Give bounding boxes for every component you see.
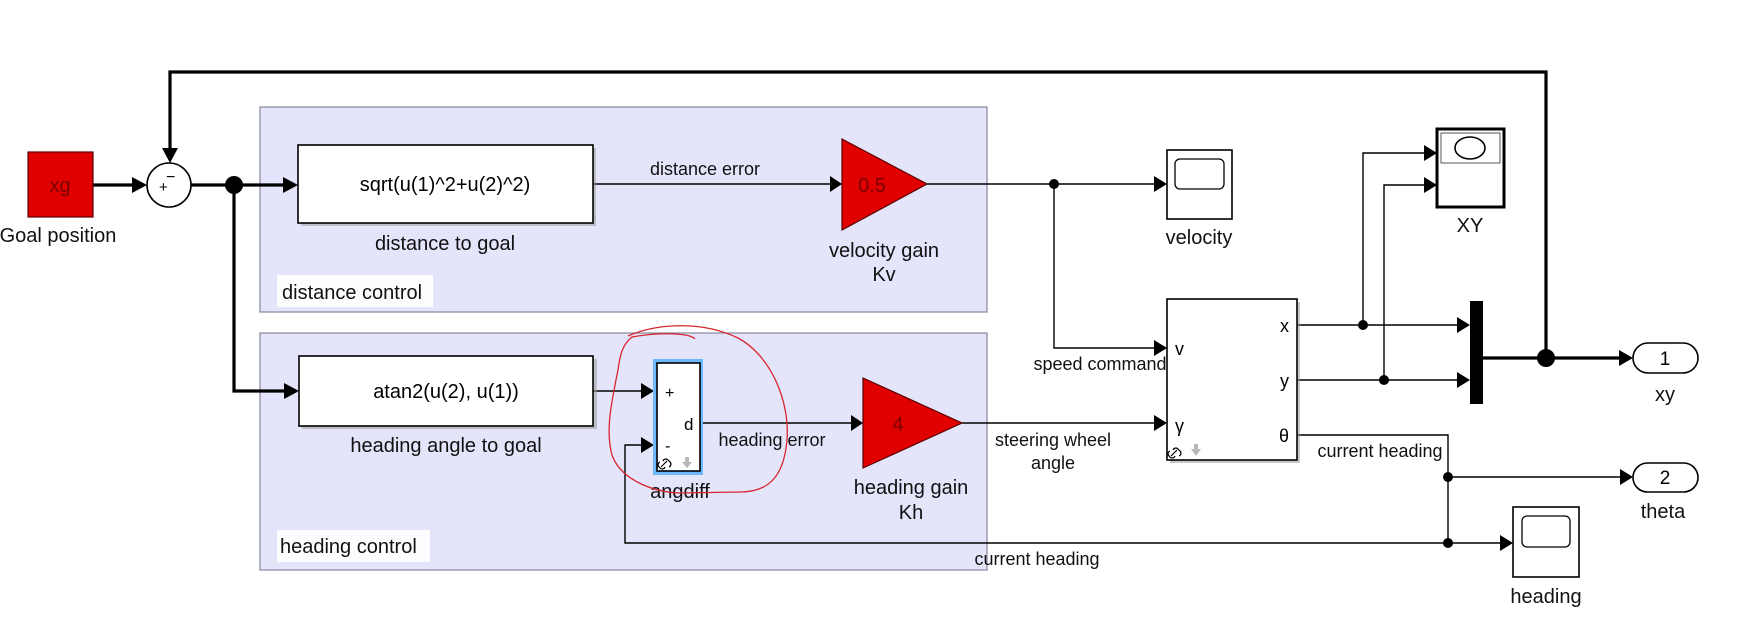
heading-gain-block[interactable]: 4 <box>862 377 964 469</box>
bicycle-port-x: x <box>1280 316 1289 336</box>
arrow-head <box>1424 177 1437 193</box>
angdiff-port-d: d <box>684 415 693 434</box>
arrow-head <box>1154 340 1167 356</box>
velocity-gain-value: 0.5 <box>858 175 886 197</box>
arrow-head <box>1154 415 1167 431</box>
sum-sign-plus: + <box>159 179 168 196</box>
arrow-head <box>1457 372 1470 388</box>
down-arrow-icon <box>1191 444 1201 456</box>
sum-block[interactable]: + − <box>146 162 192 208</box>
branch-point <box>1379 375 1389 385</box>
arrow-head <box>284 383 299 399</box>
distance-expression: sqrt(u(1)^2+u(2)^2) <box>360 174 531 196</box>
goal-position-block[interactable]: xg <box>27 151 94 218</box>
angdiff-port-minus: - <box>665 438 670 455</box>
wires <box>93 70 1633 551</box>
outport-theta-number: 2 <box>1660 468 1671 489</box>
heading-gain-label: heading gain <box>854 477 969 499</box>
distance-to-goal-label: distance to goal <box>375 233 515 255</box>
xy-graph-label: XY <box>1457 215 1484 237</box>
wire-theta[interactable] <box>1297 434 1449 543</box>
heading-scope-block[interactable] <box>1512 506 1580 578</box>
angdiff-port-plus: + <box>665 385 674 402</box>
arrow-head <box>1424 145 1437 161</box>
arrow-head <box>162 148 178 163</box>
arrow-head <box>830 176 842 192</box>
wire-speed-command[interactable] <box>1053 184 1158 349</box>
goal-position-label: Goal position <box>0 225 116 247</box>
branch-point <box>1537 349 1555 367</box>
velocity-scope-block[interactable] <box>1166 149 1233 220</box>
bicycle-port-v: v <box>1175 339 1184 359</box>
heading-control-title: heading control <box>280 536 417 558</box>
arrow-head <box>1620 469 1633 485</box>
outport-theta[interactable]: 2 <box>1632 462 1699 493</box>
branch-point <box>1358 320 1368 330</box>
outport-xy-number: 1 <box>1660 349 1671 370</box>
distance-control-title-bg <box>277 275 433 307</box>
velocity-gain-label: velocity gain <box>829 240 939 262</box>
link-icon <box>657 458 672 470</box>
wire-error-to-heading[interactable] <box>232 185 289 393</box>
signal-label-steering-line2[interactable]: angle <box>1031 453 1075 473</box>
heading-angle-label: heading angle to goal <box>350 435 541 457</box>
wire-y-to-xy[interactable] <box>1383 184 1428 380</box>
signal-label-current-heading-top[interactable]: current heading <box>1317 441 1442 461</box>
hand-drawn-annotation-circle <box>608 325 788 494</box>
arrow-head <box>1154 176 1167 192</box>
signal-label-distance-error[interactable]: distance error <box>650 159 760 179</box>
velocity-gain-block[interactable]: 0.5 <box>841 138 929 232</box>
scope-screen-icon <box>1521 515 1571 548</box>
arrow-head <box>132 177 147 193</box>
angdiff-block[interactable]: + - d <box>653 359 703 475</box>
bicycle-block[interactable]: v γ x y θ <box>1166 298 1300 463</box>
down-arrow-icon <box>682 457 692 468</box>
branch-point <box>1443 538 1453 548</box>
goal-value: xg <box>49 175 70 197</box>
heading-scope-label: heading <box>1510 586 1581 608</box>
branch-point <box>1443 472 1453 482</box>
signal-label-heading-error[interactable]: heading error <box>718 430 825 450</box>
arrow-head <box>641 437 654 453</box>
distance-control-title: distance control <box>282 282 422 304</box>
distance-to-goal-block[interactable]: sqrt(u(1)^2+u(2)^2) <box>297 144 596 226</box>
wire-x-to-xy[interactable] <box>1362 152 1428 325</box>
arrow-head <box>1500 535 1513 551</box>
branch-point <box>225 176 243 194</box>
bicycle-port-y: y <box>1280 371 1289 391</box>
sum-sign-minus: − <box>166 169 175 186</box>
arrow-head <box>851 415 863 431</box>
arrow-head <box>641 383 654 399</box>
signal-label-steering-line1[interactable]: steering wheel <box>995 430 1111 450</box>
outport-theta-label: theta <box>1641 501 1686 523</box>
link-icon <box>1167 447 1182 459</box>
arrow-head <box>1619 350 1633 366</box>
outport-xy[interactable]: 1 <box>1632 342 1699 374</box>
wire-current-heading-feedback[interactable] <box>624 444 1448 544</box>
outport-xy-label: xy <box>1655 384 1675 406</box>
xy-circle-icon <box>1454 136 1486 160</box>
heading-angle-block[interactable]: atan2(u(2), u(1)) <box>298 355 597 429</box>
signal-label-speed-command[interactable]: speed command <box>1033 354 1166 374</box>
velocity-scope-label: velocity <box>1166 227 1233 249</box>
velocity-gain-name: Kv <box>872 264 895 286</box>
branch-point <box>1049 179 1059 189</box>
mux-block[interactable] <box>1470 301 1483 404</box>
scope-screen-icon <box>1174 158 1225 190</box>
signal-label-current-heading-bottom[interactable]: current heading <box>974 549 1099 569</box>
heading-gain-name: Kh <box>899 502 923 524</box>
heading-expression: atan2(u(2), u(1)) <box>373 381 519 403</box>
arrow-head <box>283 177 298 193</box>
xy-plot-area <box>1440 132 1501 164</box>
arrow-head <box>1457 317 1470 333</box>
heading-control-title-bg <box>277 530 430 562</box>
bicycle-port-theta: θ <box>1279 426 1289 446</box>
bicycle-port-gamma: γ <box>1175 416 1184 436</box>
xy-graph-block[interactable] <box>1435 127 1506 209</box>
heading-gain-value: 4 <box>892 414 903 436</box>
wire-position-feedback[interactable] <box>168 70 1548 358</box>
angdiff-label: angdiff <box>650 481 710 503</box>
